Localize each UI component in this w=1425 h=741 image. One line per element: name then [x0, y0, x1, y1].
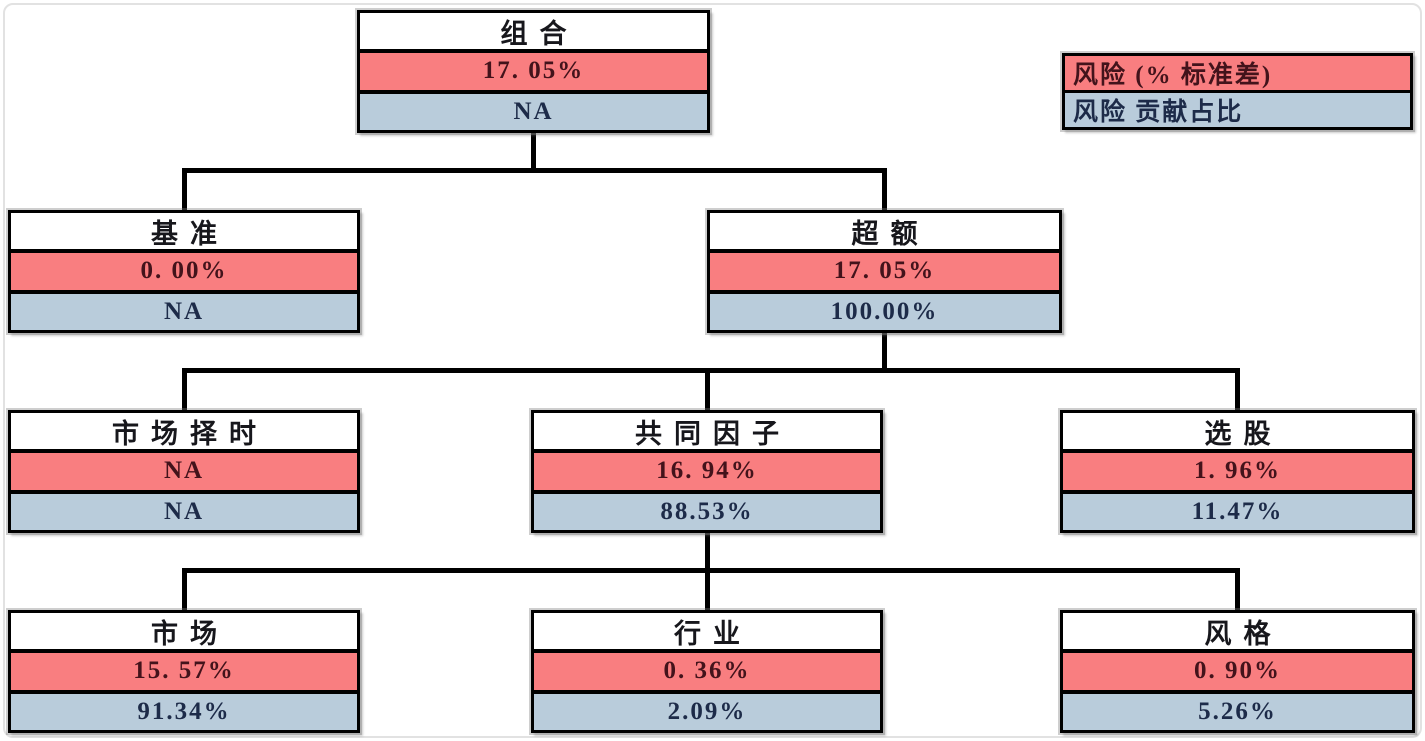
- contribution-value-row: 88.53%: [534, 489, 880, 530]
- risk-value-row: 0. 90%: [1063, 649, 1412, 690]
- connector-level3-hbar: [182, 368, 1240, 373]
- risk-value-row: 17. 05%: [360, 49, 707, 90]
- legend-risk-label: 风险 (% 标准差): [1065, 56, 1410, 90]
- connector-level4-hbar: [182, 568, 1240, 573]
- contribution-value-row: 11.47%: [1063, 489, 1412, 530]
- contribution-value-row: 100.00%: [710, 289, 1059, 330]
- node-style: 风格 0. 90% 5.26%: [1060, 610, 1415, 733]
- connector-style-stem: [1235, 568, 1240, 610]
- node-title: 共同因子: [534, 413, 880, 450]
- connector-market-timing-stem: [182, 368, 187, 410]
- risk-value-row: NA: [11, 449, 357, 490]
- connector-common-factors-stem: [705, 368, 710, 410]
- risk-value-row: 15. 57%: [11, 649, 357, 690]
- connector-market-stem: [182, 568, 187, 610]
- node-portfolio: 组合 17. 05% NA: [357, 10, 710, 133]
- risk-value-row: 0. 00%: [11, 249, 357, 290]
- risk-value-row: 1. 96%: [1063, 449, 1412, 490]
- node-market: 市场 15. 57% 91.34%: [8, 610, 360, 733]
- node-market-timing: 市场择时 NA NA: [8, 410, 360, 533]
- contribution-value-row: 2.09%: [534, 689, 880, 730]
- node-title: 市场择时: [11, 413, 357, 450]
- connector-level2-hbar: [182, 168, 887, 173]
- risk-value-row: 17. 05%: [710, 249, 1059, 290]
- node-benchmark: 基准 0. 00% NA: [8, 210, 360, 333]
- contribution-value-row: NA: [11, 289, 357, 330]
- contribution-value-row: NA: [360, 89, 707, 130]
- node-title: 行业: [534, 613, 880, 650]
- connector-industry-stem: [705, 568, 710, 610]
- node-title: 基准: [11, 213, 357, 250]
- legend-contribution-label: 风险 贡献占比: [1065, 90, 1410, 127]
- node-industry: 行业 0. 36% 2.09%: [531, 610, 883, 733]
- node-title: 风格: [1063, 613, 1412, 650]
- contribution-value-row: 91.34%: [11, 689, 357, 730]
- connector-common-factors-down-stem: [705, 533, 710, 573]
- node-title: 选股: [1063, 413, 1412, 450]
- node-stock-selection: 选股 1. 96% 11.47%: [1060, 410, 1415, 533]
- node-title: 组合: [360, 13, 707, 50]
- node-common-factors: 共同因子 16. 94% 88.53%: [531, 410, 883, 533]
- connector-stock-selection-stem: [1235, 368, 1240, 410]
- node-excess: 超额 17. 05% 100.00%: [707, 210, 1062, 333]
- contribution-value-row: 5.26%: [1063, 689, 1412, 730]
- connector-benchmark-stem: [182, 168, 187, 210]
- connector-excess-stem: [882, 168, 887, 210]
- connector-excess-down-stem: [882, 333, 887, 373]
- node-title: 超额: [710, 213, 1059, 250]
- risk-value-row: 0. 36%: [534, 649, 880, 690]
- contribution-value-row: NA: [11, 489, 357, 530]
- legend: 风险 (% 标准差) 风险 贡献占比: [1062, 53, 1413, 130]
- node-title: 市场: [11, 613, 357, 650]
- risk-value-row: 16. 94%: [534, 449, 880, 490]
- connector-portfolio-stem: [531, 133, 536, 173]
